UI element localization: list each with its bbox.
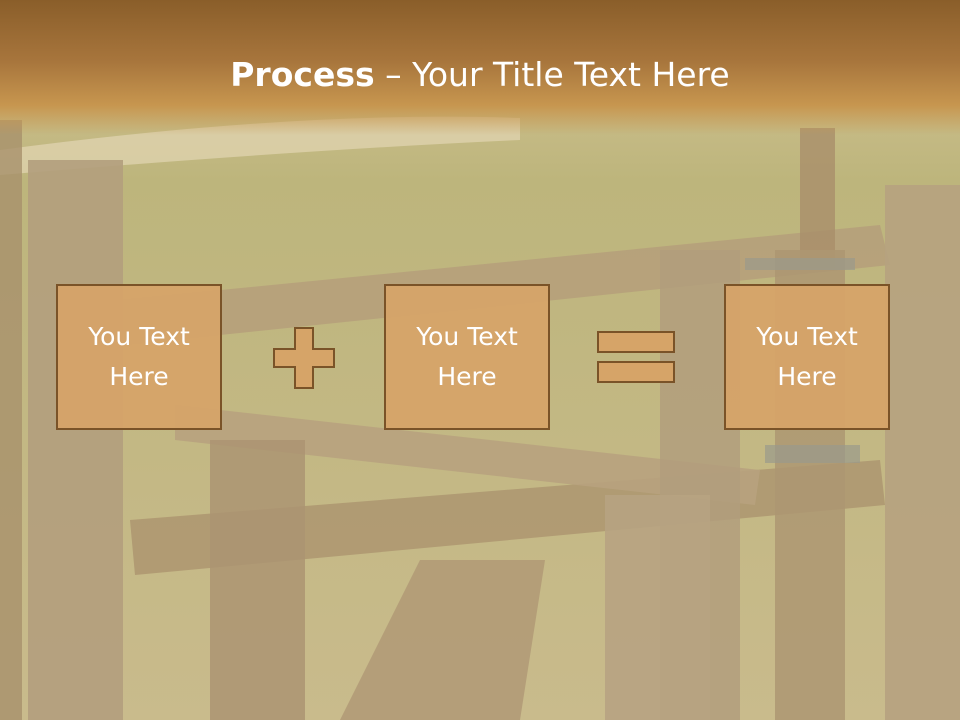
title-rest-part: – Your Title Text Here (374, 55, 730, 94)
title-bold-part: Process (230, 55, 375, 94)
process-box-2: You Text Here (384, 284, 550, 430)
process-box-3: You Text Here (724, 284, 890, 430)
process-box-3-label: You Text Here (756, 322, 858, 391)
plus-icon (273, 327, 335, 389)
process-box-2-label: You Text Here (416, 322, 518, 391)
page-title: Process – Your Title Text Here (0, 52, 960, 98)
process-box-1-label: You Text Here (88, 322, 190, 391)
equals-icon (597, 331, 675, 383)
title-bar (0, 0, 960, 135)
process-box-1: You Text Here (56, 284, 222, 430)
